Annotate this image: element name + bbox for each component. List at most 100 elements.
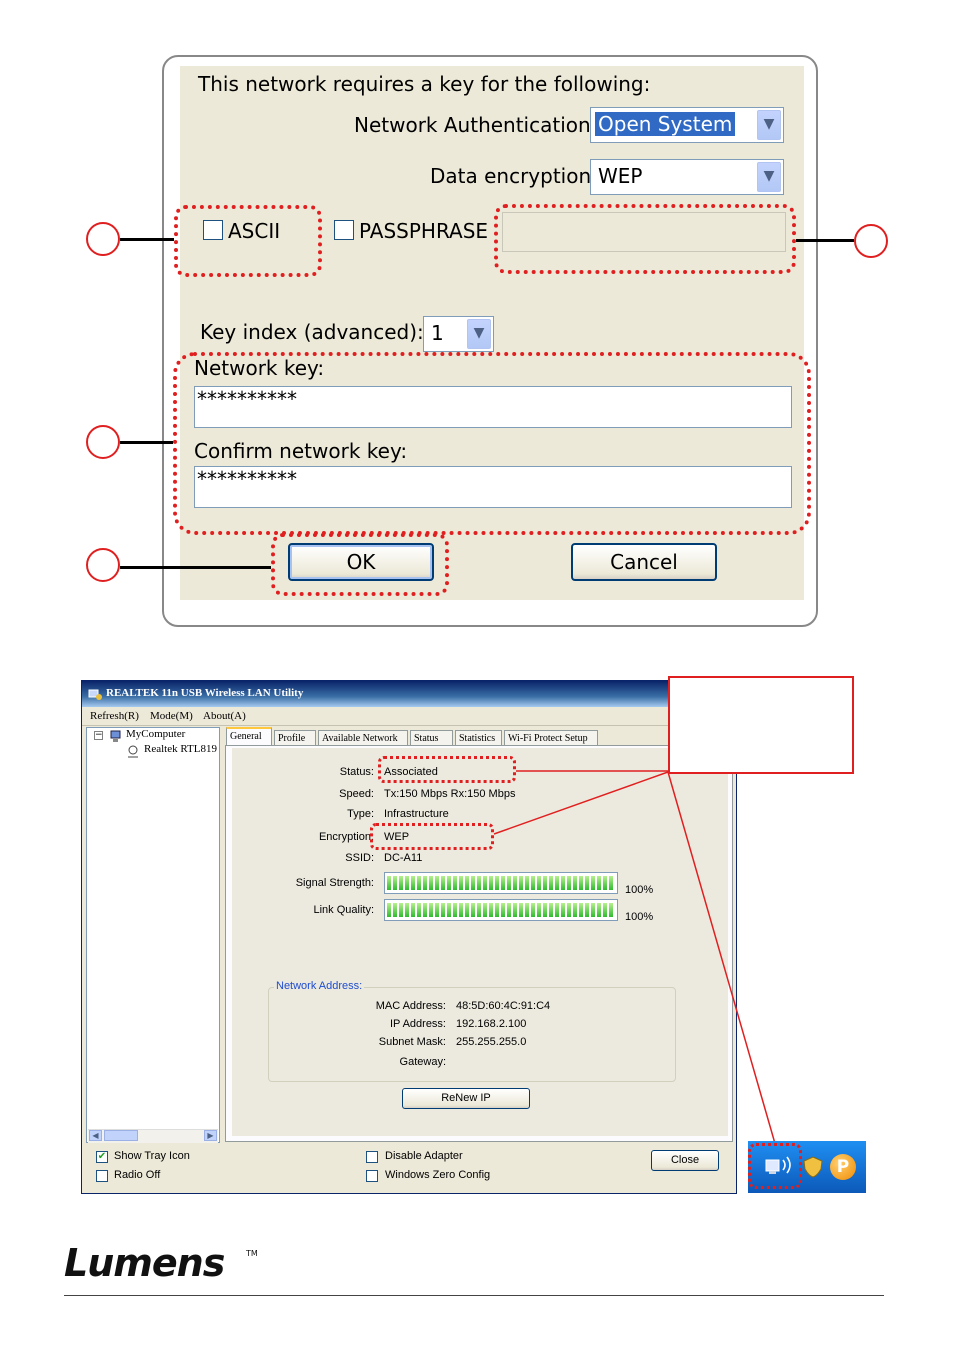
level-segment	[495, 876, 499, 890]
ssid-label: SSID:	[345, 852, 374, 864]
tree-adapter-label[interactable]: Realtek RTL819	[144, 743, 217, 755]
encryption-dropdown[interactable]: WEP ▼	[590, 159, 784, 195]
device-tree[interactable]	[86, 727, 220, 1143]
level-segment	[561, 903, 565, 917]
callout-circle-ok	[86, 548, 120, 582]
subnet-mask-value: 255.255.255.0	[456, 1036, 527, 1048]
level-segment	[477, 903, 481, 917]
level-segment	[429, 876, 433, 890]
ip-label: IP Address:	[389, 1018, 446, 1030]
title-bar[interactable]: REALTEK 11n USB Wireless LAN Utility	[82, 681, 736, 707]
windows-zero-config-checkbox[interactable]	[366, 1170, 378, 1182]
level-segment	[483, 903, 487, 917]
level-segment	[435, 876, 439, 890]
confirm-key-label: Confirm network key:	[194, 439, 408, 463]
tab-statistics[interactable]: Statistics	[455, 730, 502, 746]
level-segment	[423, 903, 427, 917]
link-quality-value: 100%	[625, 911, 654, 923]
ok-button[interactable]: OK	[288, 543, 434, 581]
tab-wifi-protect-setup[interactable]: Wi-Fi Protect Setup	[504, 730, 598, 746]
level-segment	[579, 876, 583, 890]
chevron-down-icon[interactable]: ▼	[757, 110, 781, 140]
tree-root-label[interactable]: MyComputer	[126, 728, 186, 740]
network-address-group	[268, 987, 676, 1082]
menu-mode[interactable]: Mode(M)	[150, 710, 193, 722]
signal-strength-fill	[386, 873, 617, 893]
shield-icon[interactable]	[802, 1155, 824, 1179]
collapse-icon[interactable]: −	[94, 730, 103, 740]
renew-ip-button[interactable]: ReNew IP	[402, 1088, 530, 1109]
show-tray-icon-checkbox[interactable]: ✔	[96, 1151, 108, 1163]
level-segment	[483, 876, 487, 890]
level-segment	[597, 876, 601, 890]
callout-line-ok	[120, 566, 271, 569]
wireless-network-icon[interactable]	[764, 1154, 796, 1176]
level-segment	[585, 903, 589, 917]
tab-profile[interactable]: Profile	[274, 730, 316, 746]
level-segment	[519, 903, 523, 917]
level-segment	[531, 903, 535, 917]
tab-available-network[interactable]: Available Network	[318, 730, 408, 746]
auth-selected-value: Open System	[593, 111, 737, 137]
signal-strength-value: 100%	[625, 884, 654, 896]
close-button[interactable]: Close	[651, 1150, 719, 1171]
p-app-icon[interactable]: P	[830, 1154, 856, 1180]
ascii-checkbox[interactable]	[203, 220, 223, 240]
level-segment	[405, 903, 409, 917]
menu-about[interactable]: About(A)	[203, 710, 246, 722]
level-segment	[471, 876, 475, 890]
callout-circle-network-key	[86, 425, 120, 459]
lumens-logo: Lumens	[64, 1241, 225, 1285]
network-key-field[interactable]: **********	[194, 386, 792, 428]
level-segment	[549, 876, 553, 890]
tab-status[interactable]: Status	[410, 730, 453, 746]
level-segment	[573, 876, 577, 890]
level-segment	[411, 876, 415, 890]
status-highlight	[378, 756, 516, 783]
scroll-left-icon[interactable]: ◀	[89, 1130, 102, 1141]
level-segment	[597, 903, 601, 917]
level-segment	[513, 903, 517, 917]
level-segment	[495, 903, 499, 917]
signal-strength-label: Signal Strength:	[295, 877, 374, 889]
link-quality-label: Link Quality:	[313, 904, 374, 916]
adapter-icon	[126, 743, 140, 758]
mac-value: 48:5D:60:4C:91:C4	[456, 1000, 551, 1012]
disable-adapter-checkbox[interactable]	[366, 1151, 378, 1163]
passphrase-field[interactable]	[502, 212, 786, 252]
passphrase-highlight	[494, 204, 796, 274]
auth-label: Network Authentication:	[354, 113, 598, 137]
level-segment	[429, 903, 433, 917]
level-segment	[501, 903, 505, 917]
level-segment	[501, 876, 505, 890]
auth-dropdown[interactable]: Open System ▼	[590, 107, 784, 143]
chevron-down-icon[interactable]: ▼	[467, 319, 491, 349]
level-segment	[537, 876, 541, 890]
radio-off-checkbox[interactable]	[96, 1170, 108, 1182]
menu-refresh[interactable]: Refresh(R)	[90, 710, 139, 722]
level-segment	[399, 903, 403, 917]
level-segment	[393, 876, 397, 890]
callout-line-passphrase	[796, 239, 854, 242]
mac-label: MAC Address:	[375, 1000, 446, 1012]
key-index-dropdown[interactable]: 1 ▼	[423, 316, 494, 352]
dialog-heading: This network requires a key for the foll…	[198, 72, 651, 96]
ascii-highlight	[174, 205, 322, 277]
level-segment	[471, 903, 475, 917]
tab-general[interactable]: General	[226, 727, 272, 746]
level-segment	[489, 903, 493, 917]
cancel-button[interactable]: Cancel	[571, 543, 717, 581]
computer-icon	[110, 728, 122, 742]
level-segment	[543, 876, 547, 890]
chevron-down-icon[interactable]: ▼	[757, 162, 781, 192]
level-segment	[387, 903, 391, 917]
confirm-key-field[interactable]: **********	[194, 466, 792, 508]
link-quality-fill	[386, 900, 617, 920]
scroll-right-icon[interactable]: ▶	[204, 1130, 217, 1141]
level-segment	[417, 876, 421, 890]
level-segment	[453, 903, 457, 917]
passphrase-checkbox[interactable]	[334, 220, 354, 240]
level-segment	[609, 876, 613, 890]
scroll-thumb[interactable]	[104, 1130, 138, 1141]
